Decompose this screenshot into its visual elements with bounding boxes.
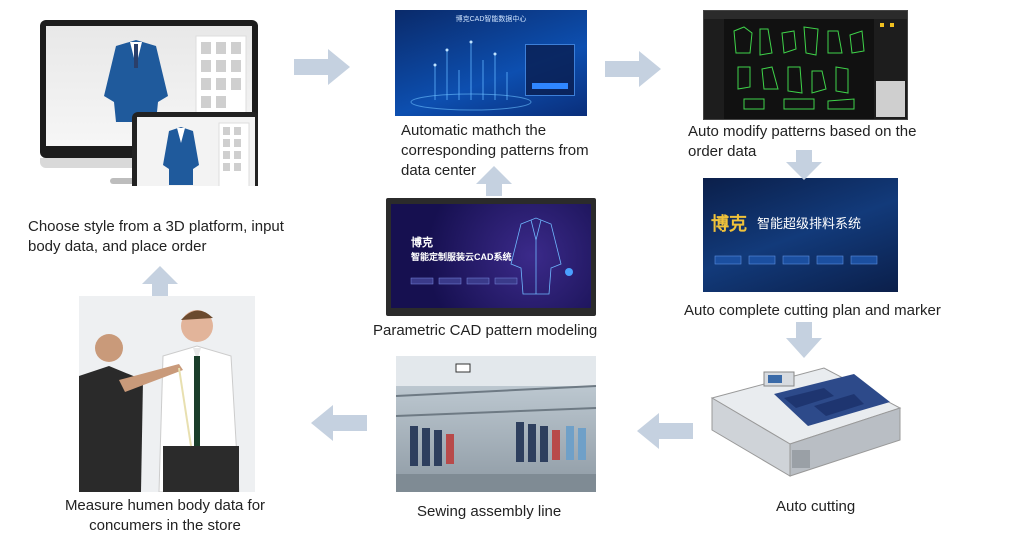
measuring-body-image (79, 296, 255, 492)
cad-system-title: 博克 智能定制服装云CAD系统 (411, 237, 512, 262)
step-caption-cutting-plan: Auto complete cutting plan and marker (684, 302, 941, 319)
step-caption-choose-style: Choose style from a 3D platform, input b… (28, 218, 284, 255)
step-caption-match-patterns: Automatic mathch the corresponding patte… (401, 122, 589, 179)
arrow-right-icon (294, 49, 350, 85)
sewing-line-image (396, 356, 596, 492)
data-center-screen-image: 博克CAD智能数据中心 (395, 10, 587, 116)
cad-pattern-screen-image (703, 10, 908, 120)
step-caption-auto-cutting: Auto cutting (776, 498, 856, 515)
parametric-cad-screen-image: 博克 智能定制服装云CAD系统 (386, 198, 596, 316)
3d-platform-image (40, 20, 258, 186)
arrow-up-icon (142, 266, 178, 296)
arrow-left-icon (637, 413, 693, 449)
step-caption-sewing-line: Sewing assembly line (417, 503, 562, 520)
nesting-subtitle: 智能超级排料系统 (757, 216, 862, 231)
step-caption-measure-body: Measure humen body data for concumers in… (64, 497, 266, 534)
step-caption-parametric-cad: Parametric CAD pattern modeling (373, 322, 598, 339)
step-caption-modify-patterns: Auto modify patterns based on the order … (688, 123, 917, 160)
data-center-title: 博克CAD智能数据中心 (455, 16, 527, 23)
nesting-title: 博克 (711, 214, 747, 234)
arrow-right-icon (605, 51, 661, 87)
arrow-up-icon (476, 166, 512, 196)
arrow-left-icon (311, 405, 367, 441)
cutting-machine-image (704, 358, 904, 488)
nesting-system-screen-image: 博克 智能超级排料系统 (703, 178, 898, 292)
arrow-down-icon (786, 150, 822, 180)
arrow-down-icon (786, 322, 822, 358)
